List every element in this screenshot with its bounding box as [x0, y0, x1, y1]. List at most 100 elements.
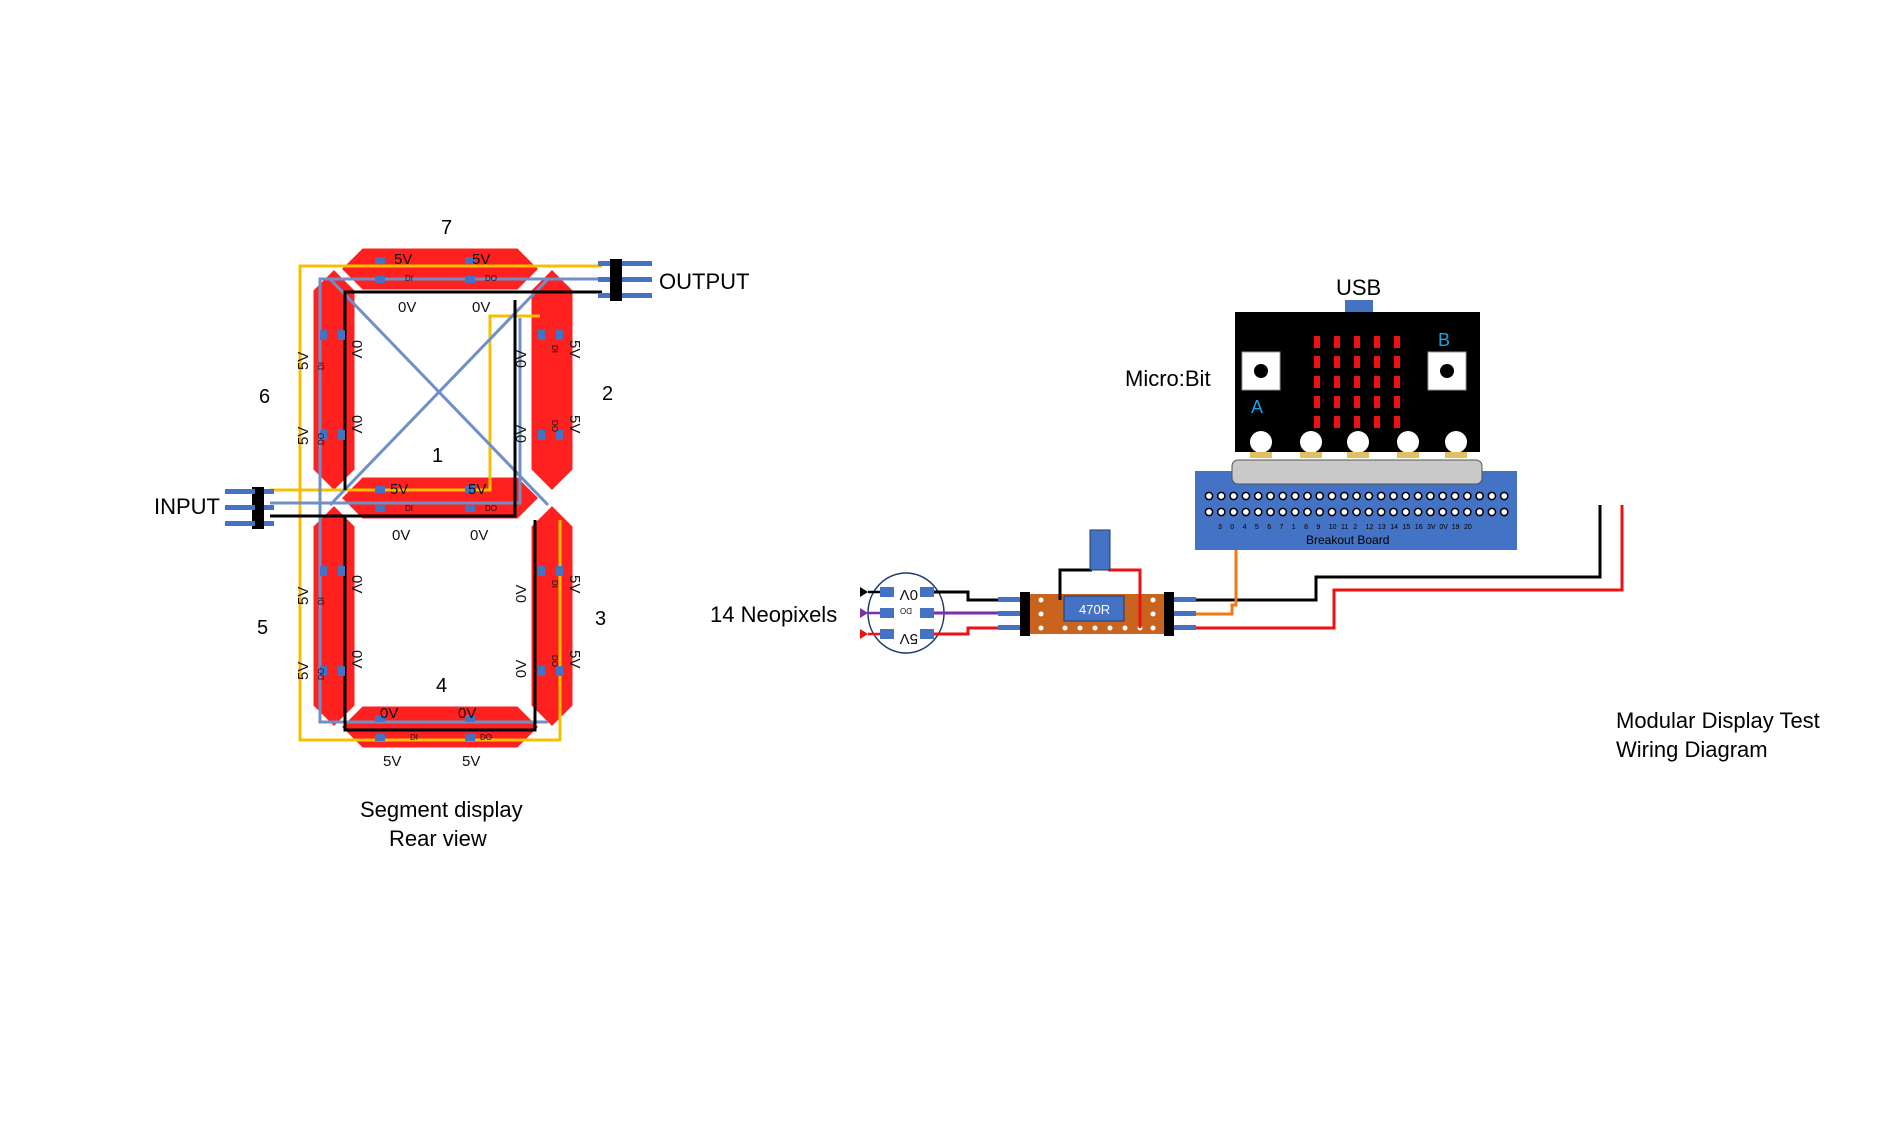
breakout-pin-label: 8 [1304, 524, 1308, 531]
breakout-hole [1339, 507, 1349, 517]
segment-label-7: 7 [441, 217, 452, 239]
breakout-pin-label: 4 [1243, 524, 1247, 531]
breakout-hole [1216, 507, 1226, 517]
seg6-di: DI [317, 362, 326, 370]
led [1354, 376, 1360, 388]
breakout-pin-label: 3V [1427, 524, 1436, 531]
breakout-hole [1315, 507, 1325, 517]
seg2-5v-bottom: 5V [566, 415, 583, 433]
breakout-hole [1266, 491, 1275, 501]
breakout-pin-label: 5 [1255, 524, 1259, 531]
seg7-5v-left: 5V [394, 251, 412, 268]
led [1334, 336, 1340, 348]
resistor-board: 470R [934, 529, 1196, 636]
breakout-hole [1229, 507, 1238, 517]
breakout-hole [1253, 491, 1263, 501]
seg6-5v-top: 5V [295, 352, 312, 370]
neopixel-pin-5v: 5V [900, 630, 918, 647]
led [1334, 396, 1340, 408]
seg6-5v-bottom: 5V [295, 427, 312, 445]
seg5-0v-bottom: 0V [348, 650, 365, 668]
seg7-5v-right: 5V [472, 251, 490, 268]
led [1314, 376, 1320, 388]
output-label: OUTPUT [659, 269, 749, 294]
breakout-hole [1376, 507, 1386, 517]
segment-label-2: 2 [602, 383, 613, 405]
microbit: A B [1235, 300, 1480, 458]
breakout-hole [1229, 491, 1238, 501]
seg1-0v-left: 0V [392, 527, 410, 544]
seg2-5v-top: 5V [566, 340, 583, 358]
diagram-title-line1: Modular Display Test [1616, 708, 1820, 733]
segment-label-5: 5 [257, 617, 268, 639]
breakout-hole [1389, 491, 1398, 501]
segment-7 [337, 245, 543, 293]
segment-label-6: 6 [259, 386, 270, 408]
segment-caption-line1: Segment display [360, 797, 523, 822]
seg3-do: DO [550, 655, 559, 667]
microbit-label: Micro:Bit [1125, 366, 1211, 391]
led [1374, 376, 1380, 388]
seg1-di: DI [405, 504, 413, 513]
segment-4 [337, 703, 543, 751]
seg3-0v-top: 0V [513, 585, 530, 603]
led [1374, 336, 1380, 348]
breakout-pin-label: 0 [1230, 524, 1234, 531]
seg4-0v-left: 0V [380, 705, 398, 722]
seg1-5v-right: 5V [468, 481, 486, 498]
seg2-0v-bottom: 0V [513, 425, 530, 443]
neopixel-pin-0v: 0V [900, 586, 918, 603]
breakout-pin-label: 15 [1403, 524, 1411, 531]
breakout-hole [1327, 491, 1337, 501]
led [1394, 336, 1400, 348]
button-a-label: A [1251, 397, 1263, 417]
seg6-do: DO [317, 433, 326, 445]
segment-label-1: 1 [432, 445, 443, 467]
breakout-hole [1290, 507, 1300, 517]
breakout-hole [1376, 491, 1386, 501]
breakout-hole [1487, 507, 1497, 517]
seg7-0v-left: 0V [398, 299, 416, 316]
breakout-pin-label: 3 [1218, 524, 1222, 531]
led [1314, 356, 1320, 368]
led [1394, 396, 1400, 408]
led [1374, 396, 1380, 408]
breakout-pin-label: 9 [1316, 524, 1320, 531]
seg1-do: DO [485, 504, 497, 513]
button-b-label: B [1438, 330, 1450, 350]
segment-1 [337, 474, 543, 522]
led [1334, 356, 1340, 368]
led [1314, 396, 1320, 408]
breakout-pin-label: 2 [1353, 524, 1357, 531]
segment-display: 5V 5V 0V 0V DI DO 5V 5V 0V 0V DI DO 0V 0… [154, 217, 749, 851]
breakout-pin-label: 0V [1439, 524, 1448, 531]
seg7-0v-right: 0V [472, 299, 490, 316]
breakout-hole [1462, 507, 1472, 517]
seg4-0v-right: 0V [458, 705, 476, 722]
resistor-value: 470R [1079, 602, 1110, 617]
led [1334, 376, 1340, 388]
input-connector [225, 487, 274, 529]
breakout-pin-label: 13 [1378, 524, 1386, 531]
breakout-hole [1204, 507, 1214, 517]
led [1394, 416, 1400, 428]
breakout-hole [1266, 507, 1275, 517]
breakout-hole [1475, 491, 1484, 501]
breakout-hole [1364, 507, 1374, 517]
breakout-hole [1450, 491, 1460, 501]
breakout-hole [1413, 491, 1423, 501]
breakout-pin-label: 6 [1267, 524, 1271, 531]
led [1394, 376, 1400, 388]
seg3-5v-bottom: 5V [566, 650, 583, 668]
breakout-hole [1475, 507, 1484, 517]
segment-caption-line2: Rear view [389, 826, 487, 851]
seg2-do: DO [550, 420, 559, 432]
seg6-0v-bottom: 0V [348, 415, 365, 433]
seg4-5v-right: 5V [462, 753, 480, 770]
seg1-5v-left: 5V [390, 481, 408, 498]
breakout-pin-label: 11 [1341, 524, 1348, 531]
seg3-0v-bottom: 0V [513, 660, 530, 678]
seg5-5v-bottom: 5V [295, 662, 312, 680]
